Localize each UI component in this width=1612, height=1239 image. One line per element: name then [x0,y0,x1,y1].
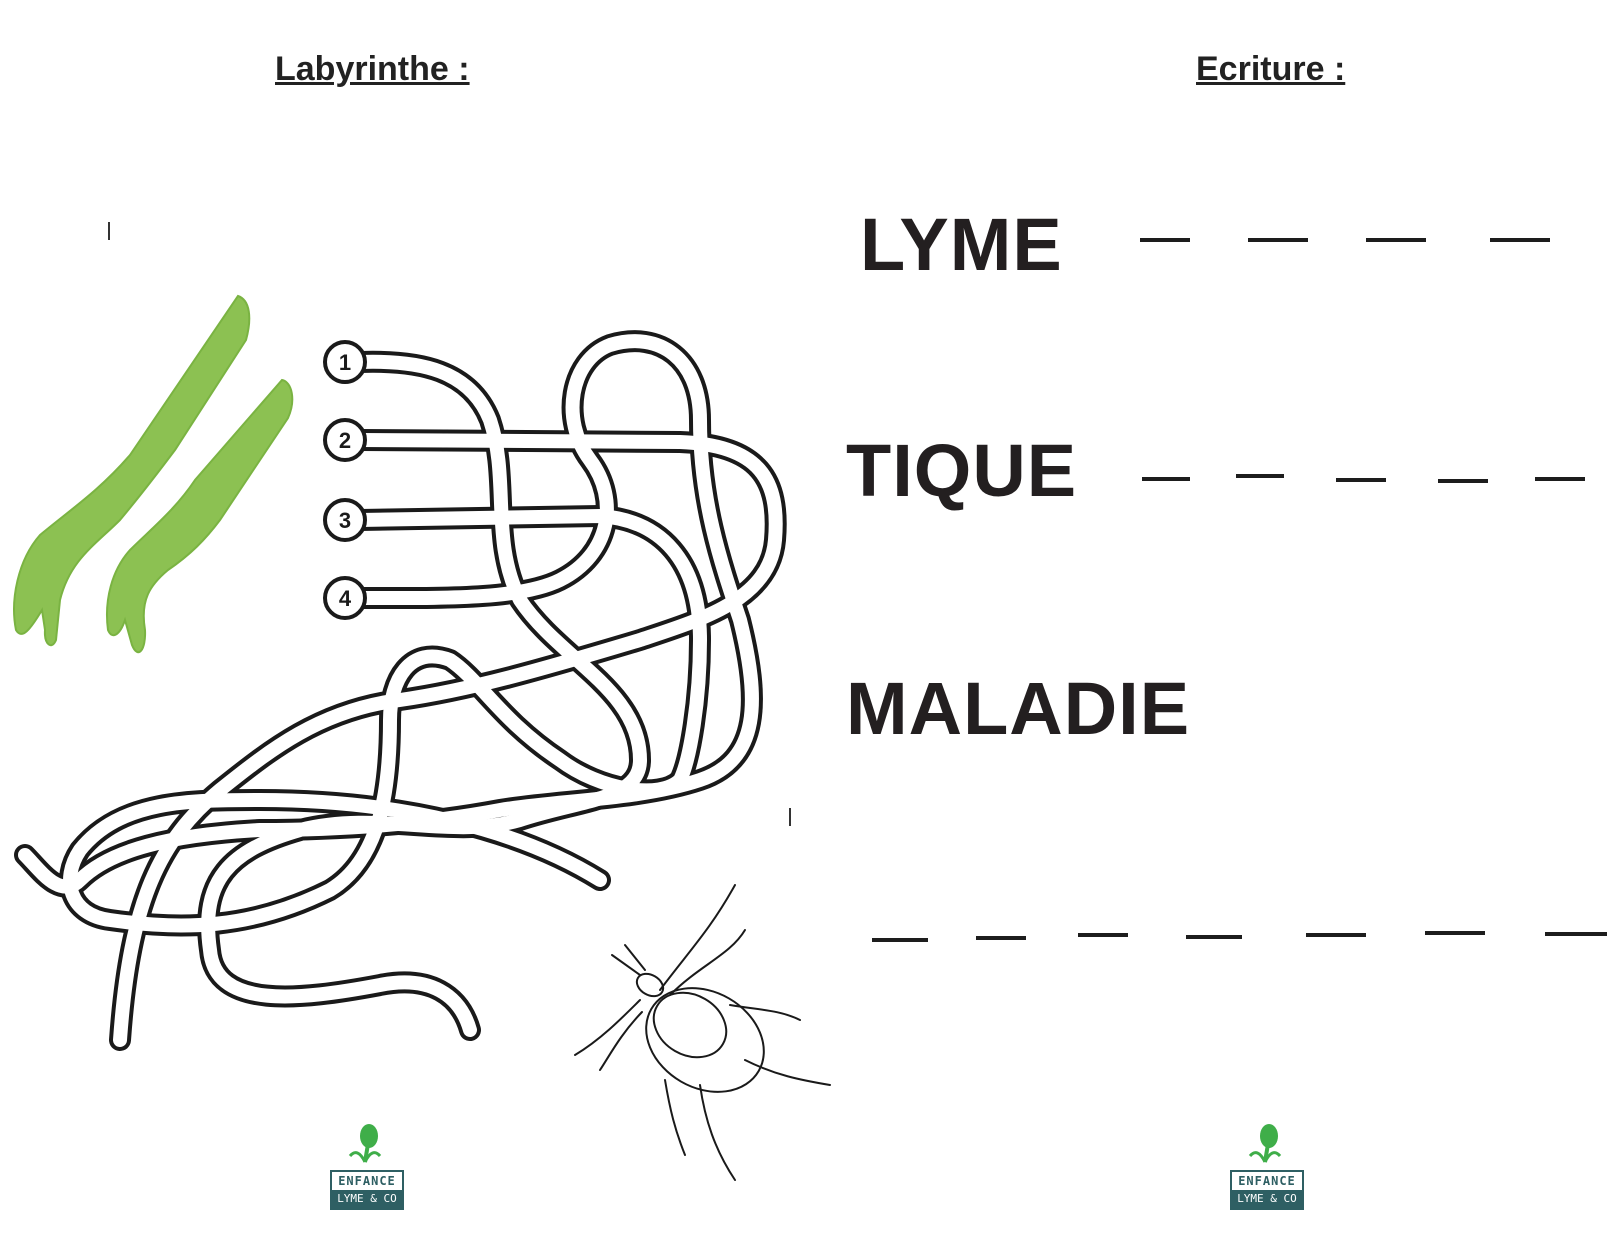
start-circle-2[interactable] [323,418,367,462]
logo-right: ENFANCE LYME & CO [1228,1122,1318,1212]
start-number-4: 4 [339,586,352,611]
letter-blank[interactable] [1425,931,1485,935]
logo-text-enfance: ENFANCE [1238,1174,1296,1188]
maze-heading: Labyrinthe : [275,50,470,88]
logo-icon [1248,1124,1282,1163]
letter-blank[interactable] [1490,238,1550,242]
logo-text-lyme-co: LYME & CO [332,1190,402,1208]
letter-blank[interactable] [1366,238,1426,242]
letter-blank[interactable] [1078,933,1128,937]
letter-blank[interactable] [1306,933,1366,937]
letter-blank[interactable] [872,938,928,942]
tick-icon [574,884,831,1181]
word-maladie: MALADIE [846,667,1191,750]
maze-paths [14,341,776,1051]
maze-start-markers: 1 2 3 4 [323,340,367,620]
start-number-1: 1 [339,350,351,375]
tick-remover-icon [13,294,294,654]
letter-blank[interactable] [1535,477,1585,481]
logo-icon [348,1124,382,1163]
word-tique: TIQUE [846,429,1078,512]
letter-blank[interactable] [1186,935,1242,939]
writing-heading: Ecriture : [1196,50,1346,88]
start-circle-3[interactable] [323,498,367,542]
logo-left: ENFANCE LYME & CO [328,1122,418,1212]
stray-mark [789,808,791,826]
start-number-2: 2 [339,428,351,453]
start-circle-1[interactable] [323,340,367,384]
letter-blank[interactable] [1248,238,1308,242]
letter-blank[interactable] [976,936,1026,940]
logo-text-lyme-co: LYME & CO [1232,1190,1302,1208]
letter-blank[interactable] [1438,479,1488,483]
letter-blank[interactable] [1236,474,1284,478]
start-number-3: 3 [339,508,351,533]
letter-blank[interactable] [1545,932,1607,936]
start-circle-4[interactable] [323,576,367,620]
word-lyme: LYME [860,203,1063,286]
letter-blank[interactable] [1142,477,1190,481]
stray-mark [108,222,110,240]
letter-blank[interactable] [1140,238,1190,242]
logo-text-enfance: ENFANCE [338,1174,396,1188]
letter-blank[interactable] [1336,478,1386,482]
